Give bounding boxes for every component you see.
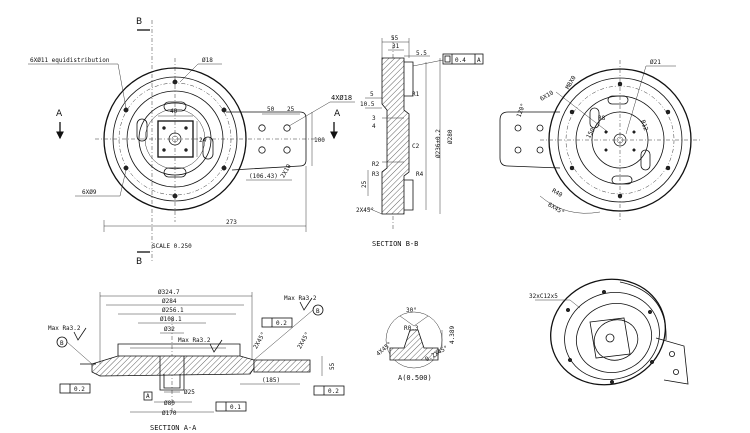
dim-d236: Ø236±0.2 [435, 129, 442, 158]
dim-100: 100 [314, 137, 325, 144]
detail-a: 30° R0.3 4.389 4X45° 0.2X45° A(0.500) [375, 307, 456, 382]
dim-d170: Ø170 [162, 410, 177, 417]
tol-frame-1: 0.2 [276, 320, 287, 327]
ra-top: Max Ra3.2 [284, 295, 317, 302]
section-marker-a-right: A [334, 109, 341, 119]
dim-thread: 4XØ18 [331, 94, 352, 102]
dim-d32: Ø32 [164, 326, 175, 333]
dim-d18: Ø18 [202, 57, 213, 64]
datum-circle-b1: B [316, 308, 320, 315]
rear-dim-d21: Ø21 [650, 59, 661, 66]
dim-w31: 31 [392, 43, 400, 50]
rear-r8: R8 [598, 115, 606, 122]
chamfer-aa-1: 2X45° [252, 331, 267, 350]
datum-circle-b2: B [60, 340, 64, 347]
chamfer-c2: C2 [412, 143, 420, 150]
detail-angle: 30° [406, 307, 417, 314]
flatness-datum: A [477, 57, 481, 64]
dim-overall: 273 [226, 219, 237, 226]
dim-50: 50 [267, 106, 275, 113]
datum-box-a: A [146, 393, 150, 400]
holes-note: 6XØ11 equidistribution [30, 57, 110, 64]
rear-d15: 150 [585, 127, 597, 140]
dim-40: 40 [170, 108, 178, 115]
dim-d25: Ø25 [184, 389, 195, 396]
scale-label: SCALE 0.250 [152, 243, 192, 250]
tol-frame-3: 0.2 [328, 388, 339, 395]
iso-teeth-note: 32xC12x5 [529, 293, 558, 300]
radius-r4: R4 [416, 171, 424, 178]
dim-d284: Ø284 [162, 298, 177, 305]
section-aa: Ø324.7 Ø284 Ø256.1 Ø108.1 Ø32 Max Ra3.2 … [48, 289, 345, 432]
section-bb: 55 31 5.5 0.4 A 5 10.5 3 4 R2 R3 25 2X45… [356, 35, 484, 248]
dim-d324: Ø324.7 [158, 289, 180, 296]
rear-m8: M8X0 [564, 74, 577, 90]
iso-view: 32xC12x5 [529, 278, 689, 386]
detail-r03: R0.3 [404, 325, 419, 332]
section-bb-title: SECTION B-B [372, 240, 418, 248]
dim-w55: 55 [391, 35, 399, 42]
rear-deep: 6X10 [539, 89, 555, 102]
ra-left: Max Ra3.2 [48, 325, 81, 332]
tol-frame-2: 0.2 [74, 386, 85, 393]
detail-title: A(0.500) [398, 374, 432, 382]
dim-d108: Ø108.1 [160, 316, 182, 323]
section-marker-b-top: B [136, 17, 142, 27]
dim-d280: Ø280 [447, 129, 454, 144]
chamfer-2x45: 2X45° [356, 207, 374, 214]
section-marker-b-bottom: B [136, 257, 142, 267]
dim-5-5: 5.5 [416, 50, 427, 57]
section-marker-a-left: A [56, 109, 63, 119]
dim-d256: Ø256.1 [162, 307, 184, 314]
dim-d80: Ø80 [164, 400, 175, 407]
ra-mid: Max Ra3.2 [178, 337, 211, 344]
rear-r40: R40 [551, 187, 564, 199]
tol-frame-4: 0.1 [230, 404, 241, 411]
front-view: B B A A [28, 17, 355, 267]
dim-3: 3 [372, 115, 376, 122]
dim-24: 24 [199, 137, 207, 144]
dim-10-5: 10.5 [360, 101, 375, 108]
dim-extent: (106.43) [249, 173, 278, 180]
rear-m6: 6X45° [547, 201, 566, 216]
dim-depth: 25 [361, 180, 368, 188]
chamfer-aa-2: 2X45° [296, 331, 311, 350]
dim-25: 25 [287, 106, 295, 113]
rear-angle1: 120° [516, 103, 528, 119]
flatness-value: 0.4 [455, 57, 466, 64]
dim-4: 4 [372, 123, 376, 130]
radius-r2: R2 [372, 161, 380, 168]
dim-chamfer: 2X10 [279, 163, 292, 179]
dim-5: 5 [370, 91, 374, 98]
radius-r1: R1 [412, 91, 420, 98]
detail-depth: 4.389 [449, 326, 456, 344]
rear-r12: R12 [639, 119, 649, 132]
dim-h55: 55 [329, 362, 336, 370]
dim-ext: (185) [262, 377, 280, 384]
radius-r3: R3 [372, 171, 380, 178]
dim-hole-d9: 6XØ9 [82, 189, 97, 196]
section-aa-title: SECTION A-A [150, 424, 197, 432]
rear-view: Ø21 M8X0 6X10 120° R8 150 R12 R40 6X45° [499, 59, 700, 220]
